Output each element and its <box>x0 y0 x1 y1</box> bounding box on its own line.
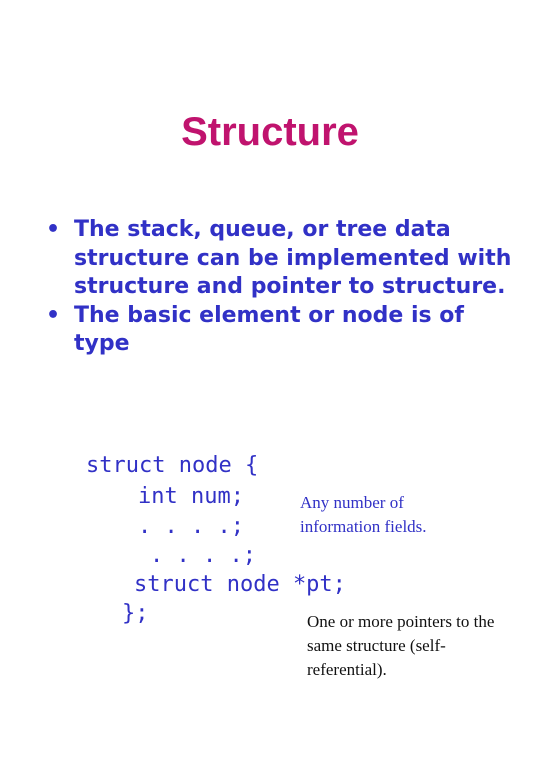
note-information-fields: Any number of information fields. <box>300 493 427 536</box>
bullet-item: • The basic element or node is of type <box>46 302 526 359</box>
bullet-text: The basic element or node is of type <box>74 302 464 357</box>
note-self-referential: One or more pointers to the same structu… <box>307 612 495 679</box>
bullet-text: The stack, queue, or tree data structure… <box>74 217 512 299</box>
bullet-item: • The stack, queue, or tree data structu… <box>46 216 526 302</box>
code-line-pointer: struct node *pt; <box>134 572 346 597</box>
code-struct-open: struct node { <box>86 453 259 478</box>
code-struct-close: }; <box>122 601 149 626</box>
slide-title: Structure <box>181 110 359 154</box>
bullet-marker: • <box>46 217 61 242</box>
code-line-ellipsis-1: . . . .; <box>138 514 244 539</box>
code-line-num: int num; <box>138 484 244 509</box>
code-line-ellipsis-2: . . . .; <box>150 543 256 568</box>
bullet-list: • The stack, queue, or tree data structu… <box>46 216 526 359</box>
bullet-marker: • <box>46 302 61 328</box>
